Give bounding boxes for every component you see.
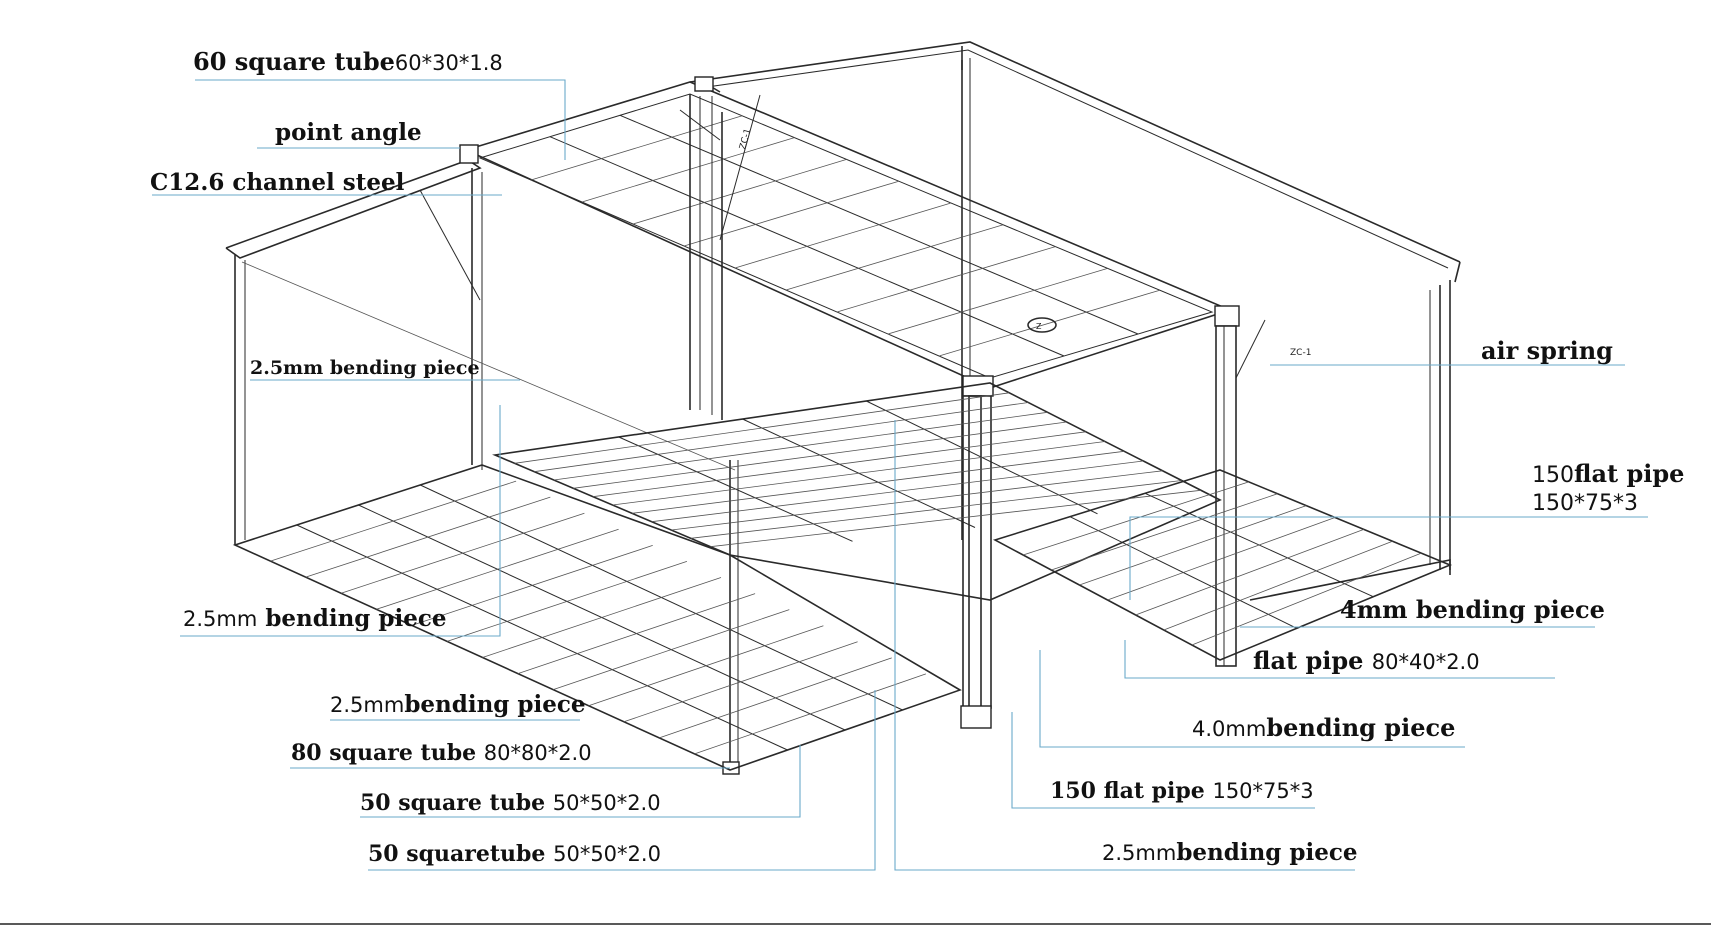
roof-top-frame: Z ZC-1 ZC-1: [463, 79, 1311, 401]
frame-rib: [683, 180, 899, 247]
frame-rib: [517, 593, 756, 674]
label-60-square-tube: 60 square tube60*30*1.8: [193, 50, 503, 74]
frame-rib: [694, 673, 927, 755]
label-4-0mm-bending-piece: 4.0mmbending piece: [1192, 716, 1455, 740]
frame-rib: [612, 441, 1106, 506]
frame-rib: [1191, 552, 1422, 646]
label-flat-pipe-80-name: flat pipe: [1253, 646, 1364, 675]
label-4-0mm-bending-piece-prefix: 4.0mm: [1192, 717, 1267, 741]
label-4mm-bending-piece: 4mm bending piece: [1340, 598, 1605, 622]
label-point-angle: point angle: [275, 121, 422, 144]
label-50-square-tube-b: 50 squaretube 50*50*2.0: [368, 843, 661, 865]
label-flat-pipe-80: flat pipe 80*40*2.0: [1253, 649, 1480, 673]
label-bending-piece-front-left-name: bending piece: [404, 691, 586, 718]
label-150-flat-pipe-right-name: flat pipe: [1574, 459, 1685, 488]
label-bending-piece-bottom-right-name: bending piece: [1176, 839, 1358, 866]
frame-rib: [592, 431, 1086, 498]
label-150-flat-pipe-right: 150flat pipe: [1532, 462, 1684, 487]
frame-rib: [573, 421, 1067, 489]
label-4-0mm-bending-piece-name: bending piece: [1266, 713, 1456, 742]
frame-rib: [632, 450, 1125, 514]
label-air-spring: air spring: [1481, 339, 1613, 363]
frame-rib: [836, 246, 1056, 313]
frame-rib: [1135, 529, 1364, 616]
label-channel-steel: C12.6 channel steel: [150, 171, 404, 194]
frame-rib: [270, 480, 517, 562]
label-60-square-tube-spec: 60*30*1.8: [394, 51, 503, 75]
label-bending-piece-front-left: 2.5mmbending piece: [330, 693, 585, 716]
label-bending-piece-bottom-right: 2.5mmbending piece: [1102, 841, 1357, 864]
frame-rib: [659, 657, 892, 739]
frame-rib: [553, 411, 1048, 481]
label-bending-piece-left-prefix: 2.5mm: [183, 607, 258, 631]
frame-rib: [376, 528, 619, 610]
label-150-flat-pipe-bottom-name: 150 flat pipe: [1050, 778, 1205, 804]
frame-rib: [446, 561, 688, 642]
frame-rib: [581, 137, 795, 203]
label-flat-pipe-80-spec: 80*40*2.0: [1371, 650, 1480, 674]
frame-rib: [1107, 517, 1336, 601]
label-60-square-tube-name: 60 square tube: [193, 47, 395, 76]
label-150-flat-pipe-right-prefix: 150: [1532, 463, 1574, 488]
frame-rib: [623, 641, 858, 723]
label-50-square-tube-a-spec: 50*50*2.0: [552, 791, 661, 815]
label-channel-steel-name: C12.6 channel steel: [150, 169, 405, 196]
label-150-flat-pipe-right-spec-line: 150*75*3: [1532, 493, 1638, 515]
label-bending-piece-bottom-right-prefix: 2.5mm: [1102, 841, 1177, 865]
frame-rib: [651, 460, 1144, 523]
label-4mm-bending-piece-name: 4mm bending piece: [1340, 595, 1605, 624]
frame-rib: [534, 402, 1029, 473]
label-80-square-tube: 80 square tube 80*80*2.0: [291, 742, 592, 764]
label-50-square-tube-b-name: 50 squaretube: [368, 841, 546, 867]
tag-center: Z: [1036, 322, 1042, 331]
label-150-flat-pipe-bottom: 150 flat pipe 150*75*3: [1050, 780, 1314, 802]
frame-rib: [305, 496, 551, 578]
label-50-square-tube-a-name: 50 square tube: [360, 790, 546, 816]
label-bending-piece-upper-left: 2.5mm bending piece: [250, 359, 480, 378]
label-80-square-tube-name: 80 square tube: [291, 740, 477, 766]
frame-rib: [482, 577, 722, 658]
frame-rib: [734, 202, 952, 269]
label-50-square-tube-a: 50 square tube 50*50*2.0: [360, 792, 661, 814]
label-bending-piece-front-left-prefix: 2.5mm: [330, 693, 405, 717]
frame-rib: [887, 268, 1108, 335]
frame-rib: [1079, 505, 1307, 586]
frame-rib: [690, 480, 1182, 539]
label-50-square-tube-b-spec: 50*50*2.0: [553, 842, 661, 866]
label-150-flat-pipe-right-spec: 150*75*3: [1532, 491, 1638, 516]
right-roof-frame: [689, 41, 1461, 601]
label-150-flat-pipe-bottom-spec: 150*75*3: [1212, 779, 1314, 803]
leader-lines: [152, 79, 1648, 871]
frame-rib: [710, 489, 1201, 548]
label-point-angle-name: point angle: [275, 119, 422, 146]
frame-rib: [553, 609, 790, 690]
frame-rib: [671, 470, 1163, 531]
left-roof-frame: [225, 159, 736, 545]
frame-rib: [530, 115, 743, 181]
frame-rib: [1163, 540, 1393, 631]
tag-right: ZC-1: [1290, 348, 1311, 358]
label-air-spring-name: air spring: [1481, 336, 1613, 365]
label-bending-piece-left-name: bending piece: [265, 605, 447, 632]
floor-frames: [232, 382, 1453, 771]
frame-rib: [938, 289, 1160, 357]
frame-rib: [632, 159, 847, 225]
frame-rib: [340, 512, 585, 594]
frame-rib: [1051, 493, 1278, 571]
label-bending-piece-left: 2.5mm bending piece: [183, 607, 447, 630]
frame-rib: [588, 625, 824, 707]
corner-posts: [459, 76, 1240, 775]
frame-rib: [411, 545, 653, 626]
frame-rib: [514, 392, 1010, 464]
label-bending-piece-upper-left-name: 2.5mm bending piece: [250, 357, 480, 379]
frame-rib: [785, 224, 1004, 291]
frame-rib: [1022, 481, 1249, 556]
label-80-square-tube-spec: 80*80*2.0: [483, 741, 592, 765]
